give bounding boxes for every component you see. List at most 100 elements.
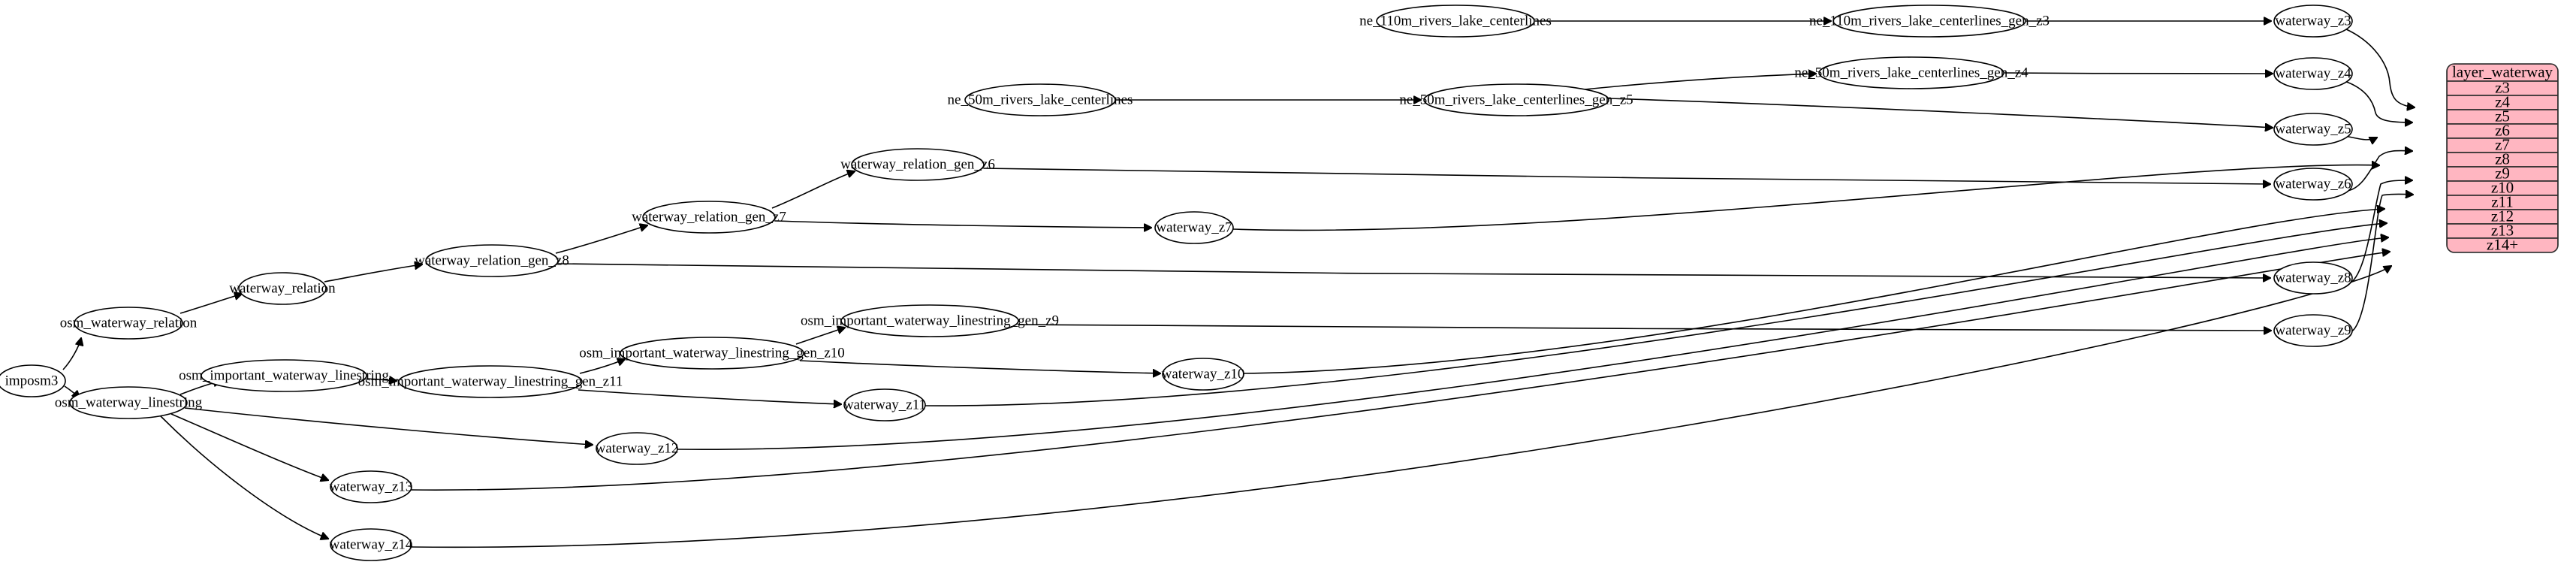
- node-waterway_z11[interactable]: waterway_z11: [843, 388, 926, 421]
- node-waterway_relation_gen_z7[interactable]: waterway_relation_gen_z7: [632, 201, 786, 234]
- edge-waterway_z14-to-table_z14: [410, 266, 2391, 548]
- edge-waterway_z12-to-table_z12: [676, 237, 2388, 450]
- node-waterway_z8[interactable]: waterway_z8: [2273, 261, 2353, 295]
- edge-osm_linestring-to-waterway_z13: [170, 413, 328, 480]
- node-shape: [330, 470, 412, 503]
- edge-waterway_z11-to-table_z11: [924, 223, 2387, 406]
- node-waterway_relation[interactable]: waterway_relation: [229, 272, 336, 305]
- node-shape: [2273, 113, 2353, 146]
- edge-waterway_z9-to-table_z9: [2350, 194, 2413, 333]
- layer-waterway-title-cell: [2447, 64, 2558, 82]
- node-waterway_z10[interactable]: waterway_z10: [1162, 358, 1245, 391]
- layer-waterway-row-z3[interactable]: [2447, 80, 2558, 96]
- node-shape: [843, 388, 926, 421]
- layer-waterway-row-z6[interactable]: [2447, 123, 2558, 139]
- node-osm_waterway_linestring[interactable]: osm_waterway_linestring: [55, 386, 203, 419]
- layer-waterway-border: [2446, 63, 2559, 253]
- node-shape: [2273, 168, 2353, 201]
- layer-waterway-row-z14+[interactable]: [2447, 237, 2558, 252]
- node-shape: [2273, 57, 2353, 90]
- node-shape: [330, 528, 412, 561]
- node-waterway_z6[interactable]: waterway_z6: [2273, 168, 2353, 201]
- layer-waterway-row-z7[interactable]: [2447, 137, 2558, 153]
- node-shape: [1832, 5, 2026, 38]
- edge-waterway_z10-to-table_z10: [1242, 209, 2384, 374]
- edge-ne50_gen_z5-to-waterway_z5: [1608, 98, 2273, 128]
- node-waterway_relation_gen_z6[interactable]: waterway_relation_gen_z6: [840, 148, 995, 181]
- edge-waterway_z8-to-table_z8: [2347, 180, 2412, 285]
- node-ne_50m_rivers_lake_centerlines_gen_z5[interactable]: ne_50m_rivers_lake_centerlines_gen_z5: [1399, 83, 1633, 116]
- node-shape: [1154, 211, 1234, 244]
- node-shape: [238, 272, 327, 305]
- edge-waterway_z3-to-table_z3: [2344, 28, 2415, 107]
- node-shape: [1423, 83, 1609, 116]
- node-waterway_z3[interactable]: waterway_z3: [2273, 5, 2353, 38]
- edge-relation_gen_z6-to-waterway_z6: [983, 168, 2270, 184]
- node-waterway_z12[interactable]: waterway_z12: [596, 432, 679, 465]
- layer-waterway-body: layer_waterwayz3z4z5z6z7z8z9z10z11z12z13…: [2447, 64, 2558, 252]
- layer-waterway-table: layer_waterwayz3z4z5z6z7z8z9z10z11z12z13…: [2446, 63, 2559, 253]
- node-osm_important_waterway_linestring_gen_z10[interactable]: osm_important_waterway_linestring_gen_z1…: [579, 337, 845, 370]
- node-shape: [201, 359, 367, 392]
- edge-gen_z11-to-waterway_z11: [578, 389, 841, 404]
- edge-ne50_gen_z4-to-waterway_z4: [2004, 73, 2273, 74]
- node-shape: [840, 304, 1019, 337]
- edges-layer: [62, 21, 2415, 548]
- layer-waterway-row-z12[interactable]: [2447, 209, 2558, 225]
- layer-waterway-row-z9[interactable]: [2447, 166, 2558, 182]
- node-shape: [964, 83, 1116, 116]
- layer-waterway-row-z13[interactable]: [2447, 223, 2558, 239]
- node-shape: [398, 365, 583, 398]
- node-ne_50m_rivers_lake_centerlines_gen_z4[interactable]: ne_50m_rivers_lake_centerlines_gen_z4: [1794, 56, 2029, 89]
- edge-waterway_z5-to-table_z5: [2345, 135, 2377, 140]
- node-shape: [1376, 5, 1535, 38]
- edge-important_linestring-to-gen_z11: [366, 379, 397, 381]
- node-waterway_z4[interactable]: waterway_z4: [2273, 57, 2353, 90]
- node-shape: [2273, 314, 2353, 347]
- node-osm_waterway_relation[interactable]: osm_waterway_relation: [60, 307, 198, 340]
- node-ne_110m_rivers_lake_centerlines_gen_z3[interactable]: ne_110m_rivers_lake_centerlines_gen_z3: [1809, 5, 2050, 38]
- node-shape: [0, 364, 66, 397]
- edge-relation_gen_z8-to-relation_gen_z7: [555, 225, 647, 254]
- edge-relation_gen_z7-to-relation_gen_z6: [771, 171, 855, 209]
- edge-waterway_relation-to-relation_gen_z8: [324, 264, 422, 282]
- node-waterway_relation_gen_z8[interactable]: waterway_relation_gen_z8: [415, 244, 569, 277]
- node-waterway_z7[interactable]: waterway_z7: [1154, 211, 1234, 244]
- node-shape: [1818, 56, 2004, 89]
- edge-imposm3-to-osm_waterway_relation: [62, 338, 81, 370]
- node-shape: [69, 386, 188, 419]
- node-shape: [642, 201, 776, 234]
- edge-ne50_gen_z5-to-ne50_gen_z4: [1584, 74, 1816, 90]
- node-waterway_z9[interactable]: waterway_z9: [2273, 314, 2353, 347]
- node-shape: [851, 148, 985, 181]
- node-shape: [2273, 5, 2353, 38]
- layer-waterway-row-z8[interactable]: [2447, 152, 2558, 168]
- nodes-layer: imposm3 osm_waterway_relation osm_waterway…: [0, 5, 2353, 561]
- edge-waterway_z7-to-table_z7: [1232, 165, 2379, 231]
- node-ne_110m_rivers_lake_centerlines[interactable]: ne_110m_rivers_lake_centerlines: [1359, 5, 1552, 38]
- edge-waterway_z6-to-table_z6: [2347, 151, 2412, 192]
- node-waterway_z5[interactable]: waterway_z5: [2273, 113, 2353, 146]
- edge-gen_z10-to-waterway_z10: [799, 360, 1160, 373]
- node-osm_important_waterway_linestring_gen_z9[interactable]: osm_important_waterway_linestring_gen_z9: [801, 304, 1059, 337]
- layer-waterway-row-z4[interactable]: [2447, 95, 2558, 110]
- edge-relation_gen_z8-to-waterway_z8: [557, 263, 2270, 278]
- node-shape: [425, 244, 559, 277]
- edge-gen_z9-to-waterway_z9: [1017, 324, 2271, 331]
- edge-osm_linestring-to-waterway_z14: [160, 415, 328, 539]
- edge-relation_gen_z7-to-waterway_z7: [774, 220, 1151, 228]
- layer-waterway-row-z10[interactable]: [2447, 180, 2558, 196]
- node-shape: [74, 307, 183, 340]
- edge-waterway_z4-to-table_z4: [2344, 80, 2412, 122]
- node-waterway_z13[interactable]: waterway_z13: [330, 470, 413, 503]
- node-waterway_z14[interactable]: waterway_z14: [330, 528, 413, 561]
- node-imposm3[interactable]: imposm3: [0, 364, 66, 397]
- layer-waterway-row-z5[interactable]: [2447, 109, 2558, 125]
- node-osm_important_waterway_linestring[interactable]: osm_important_waterway_linestring: [179, 359, 389, 392]
- node-shape: [596, 432, 678, 465]
- node-ne_50m_rivers_lake_centerlines[interactable]: ne_50m_rivers_lake_centerlines: [948, 83, 1133, 116]
- node-osm_important_waterway_linestring_gen_z11[interactable]: osm_important_waterway_linestring_gen_z1…: [358, 365, 623, 398]
- layer-waterway-row-z11[interactable]: [2447, 195, 2558, 210]
